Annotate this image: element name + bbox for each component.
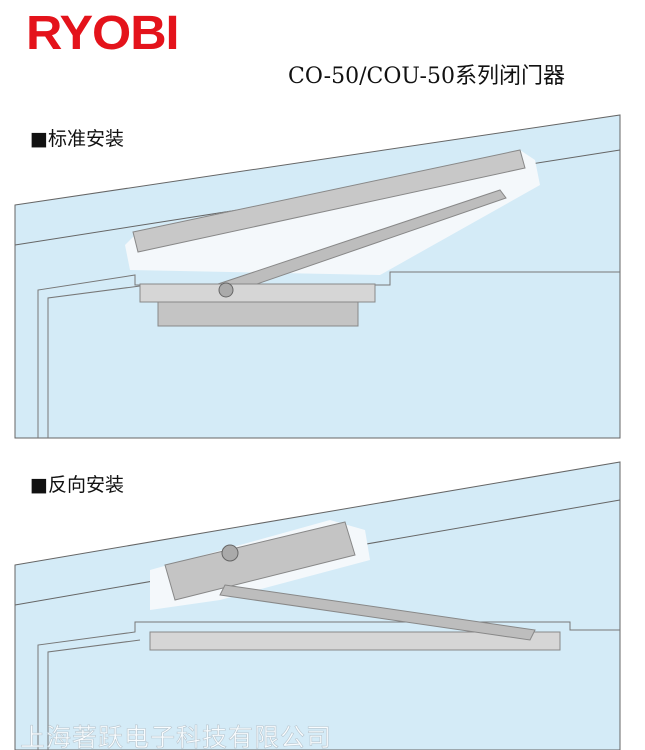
ryobi-logo: RYOBI (26, 7, 180, 60)
watermark: 上海著跃电子科技有限公司 (20, 723, 333, 750)
standard-install-illustration (14, 114, 621, 439)
section-heading-reverse: ■反向安装 (30, 474, 124, 496)
section-heading-standard: ■标准安装 (30, 128, 124, 150)
page-title: CO-50/COU-50系列闭门器 (288, 64, 565, 89)
reverse-install-illustration (14, 461, 621, 750)
